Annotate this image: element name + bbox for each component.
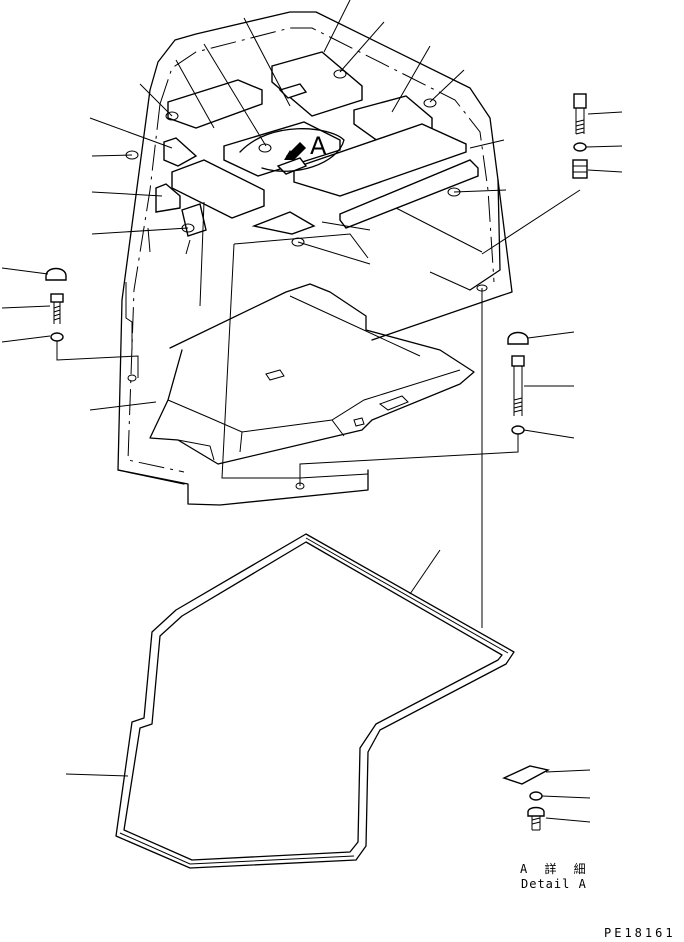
pad-4: [223, 121, 341, 177]
detail-screw: [527, 806, 545, 831]
detail-washer: [529, 791, 543, 801]
view-arrow-label: A: [310, 132, 327, 160]
sheet-code: PE18161: [604, 926, 676, 940]
pad-9: [155, 183, 181, 213]
left-fasteners: [45, 267, 139, 378]
left-bolt: [50, 293, 64, 324]
view-arrow-A: A: [239, 128, 345, 172]
pad-10: [251, 211, 316, 235]
pad-6: [171, 159, 265, 219]
detail-a-parts: [502, 765, 550, 831]
pad-7: [339, 159, 479, 229]
floor-tray: [149, 283, 475, 465]
floor-mat-body: [117, 11, 513, 506]
left-washer: [50, 332, 64, 342]
spacer-collar: [572, 159, 588, 179]
detail-pad: [502, 765, 550, 785]
right-top-fasteners: [481, 93, 588, 255]
pad-12: [278, 83, 308, 99]
callout-leaders: [1, 0, 623, 823]
pad-5: [293, 123, 467, 197]
right-mid-fasteners: [299, 331, 529, 486]
pad-8: [163, 137, 198, 167]
tread-pads: [155, 51, 479, 237]
long-bolt-top: [573, 93, 587, 135]
long-bolt-mid: [511, 355, 525, 416]
plug-cap-right: [507, 331, 529, 345]
floor-seal-ring: [115, 288, 515, 869]
pad-1: [167, 79, 263, 129]
frame-lines: [147, 201, 483, 479]
pad-2: [271, 51, 363, 117]
washer-top: [573, 142, 587, 152]
detail-caption-jp: A 詳 細: [520, 862, 591, 876]
plug-cap: [45, 267, 67, 281]
washer-mid: [511, 425, 525, 435]
detail-caption-en: Detail A: [521, 877, 587, 891]
